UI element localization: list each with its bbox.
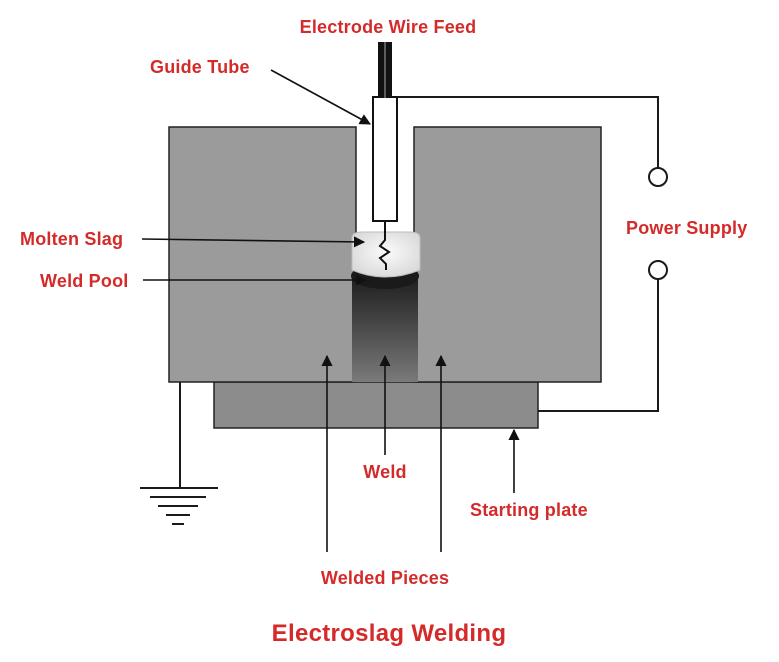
- power-wire-bottom: [538, 279, 659, 412]
- electrode-wire-tip: [378, 221, 391, 270]
- right-welded-piece: [413, 126, 602, 383]
- power-terminal-bottom: [648, 260, 668, 280]
- molten-slag-label: Molten Slag: [20, 229, 123, 249]
- starting-plate: [213, 381, 539, 429]
- diagram-title: Electroslag Welding: [272, 620, 507, 647]
- weld-label: Weld: [363, 462, 406, 482]
- left-welded-piece: [168, 126, 357, 383]
- weld-pool-label: Weld Pool: [40, 271, 128, 291]
- molten-slag-pointer: [141, 236, 366, 248]
- power-wire-top: [397, 96, 659, 168]
- guide-tube-label: Guide Tube: [150, 57, 250, 77]
- guide-tube-pointer: [270, 69, 371, 125]
- power-terminal-top: [648, 167, 668, 187]
- electrode-wire-feed-label: Electrode Wire Feed: [300, 17, 477, 37]
- ground-icon: [140, 487, 218, 525]
- welded-pieces-label: Welded Pieces: [321, 568, 449, 588]
- starting-plate-label: Starting plate: [470, 500, 588, 520]
- guide-tube: [372, 96, 398, 222]
- power-supply-label: Power Supply: [626, 218, 747, 238]
